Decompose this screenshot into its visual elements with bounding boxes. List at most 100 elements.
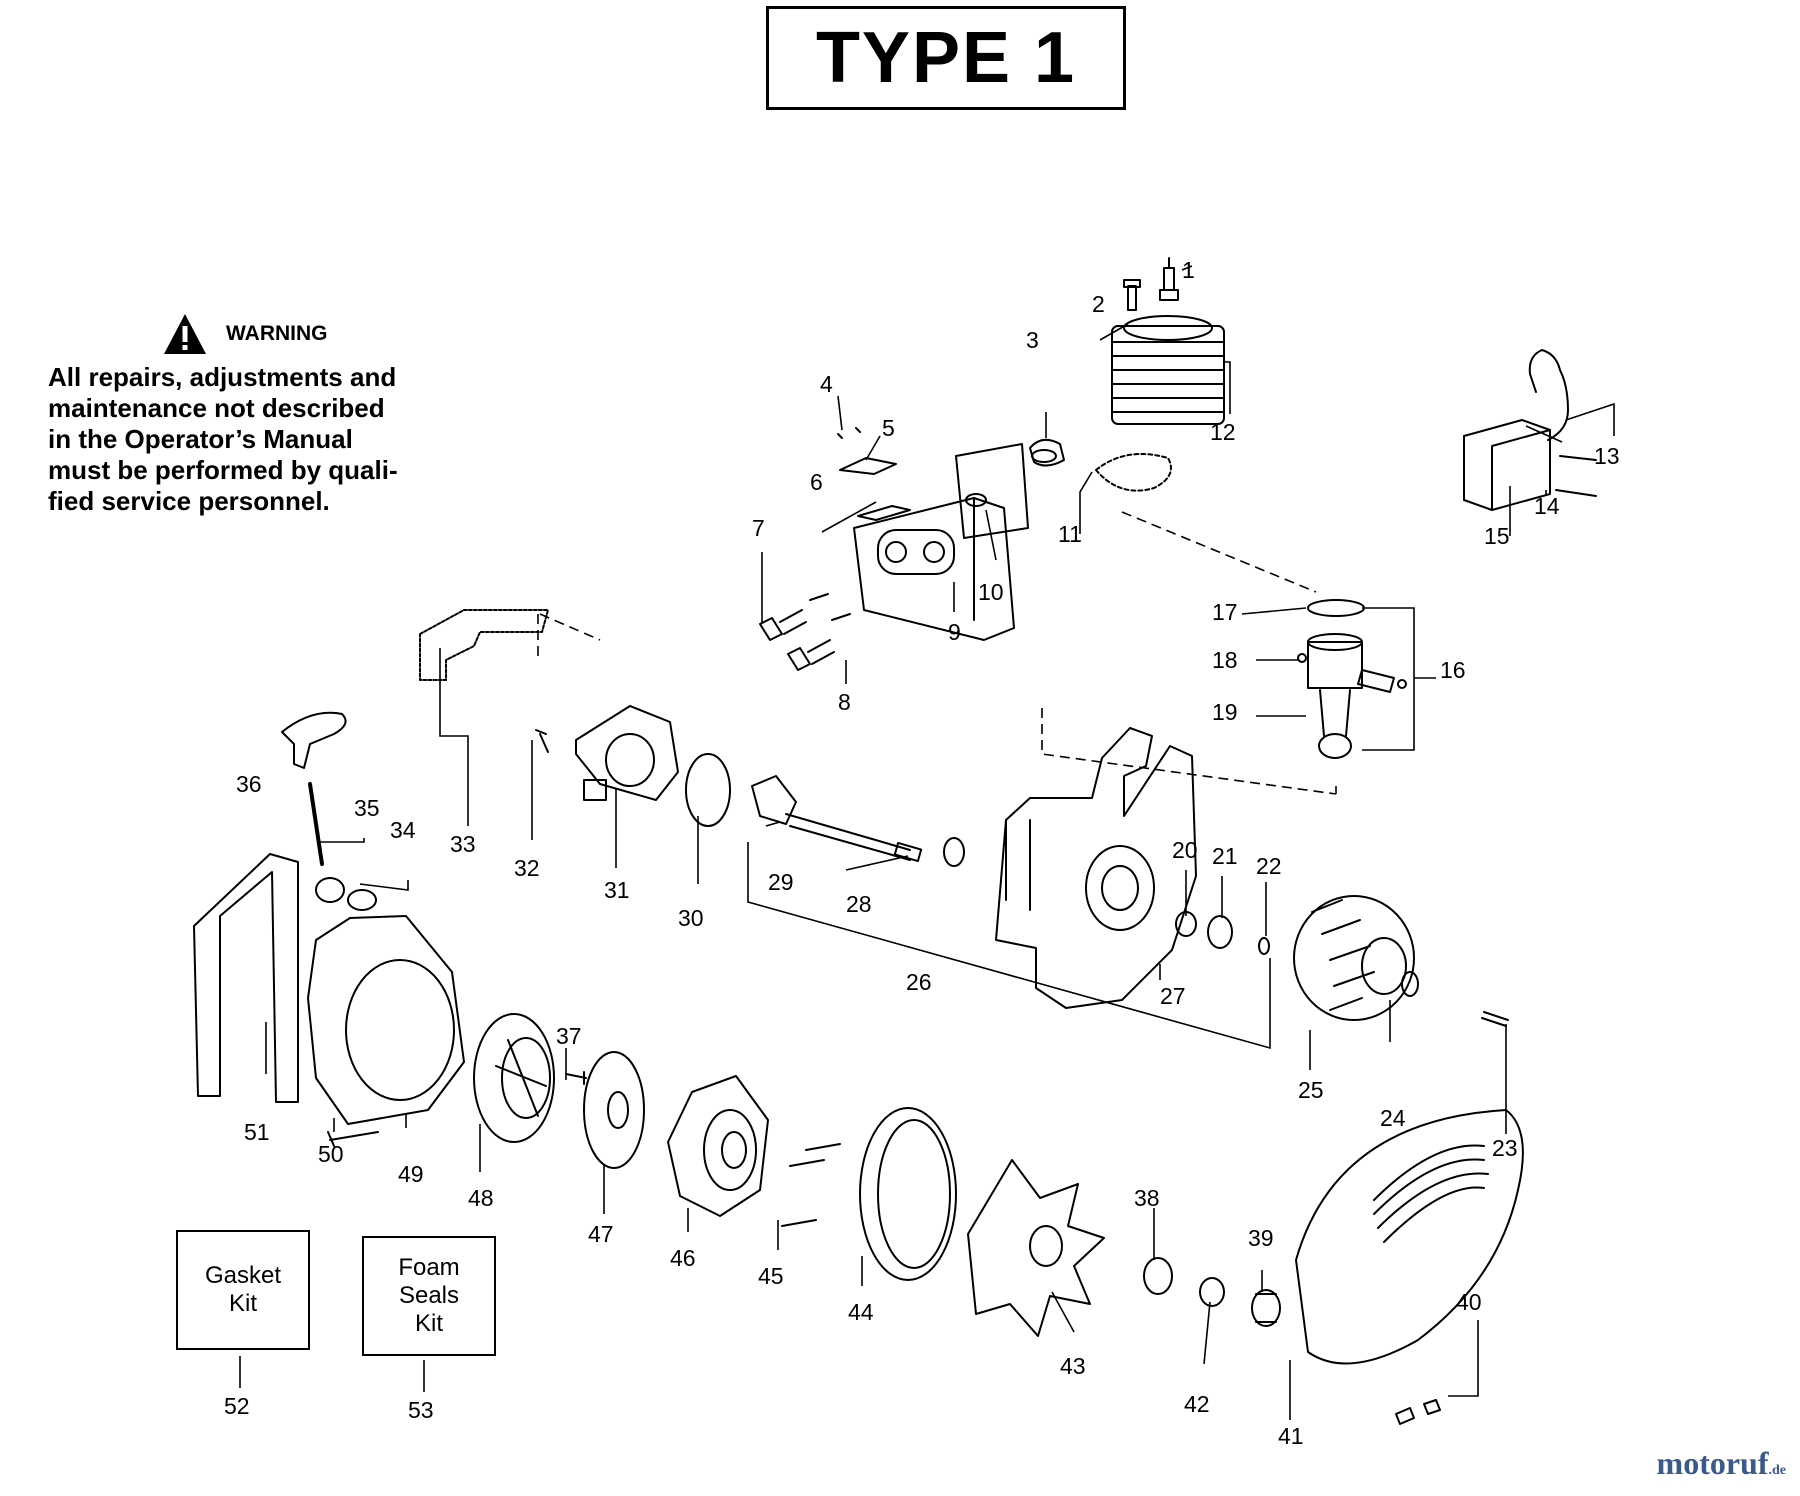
- callout-31: 31: [604, 877, 630, 903]
- warning-text: All repairs, adjustments and maintenance…: [48, 362, 448, 517]
- callout-33: 33: [450, 831, 476, 857]
- callout-17: 17: [1212, 599, 1238, 625]
- part-muffler-gasket: [955, 443, 1029, 539]
- callout-24: 24: [1380, 1105, 1406, 1131]
- callout-40: 40: [1456, 1289, 1482, 1315]
- callout-47: 47: [588, 1221, 614, 1247]
- part-muffler-bracket: [837, 427, 911, 521]
- part-crankshaft: [751, 775, 965, 867]
- warning-notice: WARNING All repairs, adjustments and mai…: [48, 310, 448, 517]
- callout-4: 4: [820, 371, 833, 397]
- warning-triangle-icon: [164, 314, 206, 354]
- warning-line: fied service personnel.: [48, 486, 330, 516]
- callout-46: 46: [670, 1245, 696, 1271]
- part-ring-22: [1258, 937, 1270, 955]
- part-bearing-21: [1207, 915, 1233, 949]
- callout-20: 20: [1172, 837, 1198, 863]
- warning-line: must be performed by quali-: [48, 455, 398, 485]
- callout-49: 49: [398, 1161, 424, 1187]
- callout-44: 44: [848, 1299, 874, 1325]
- part-screw-50: [327, 1131, 379, 1147]
- leader-lines: [239, 265, 1615, 1420]
- diagram-title-box: TYPE 1: [766, 6, 1126, 110]
- callout-12: 12: [1210, 419, 1236, 445]
- warning-header: WARNING: [162, 310, 448, 358]
- part-piston-ring: [1307, 599, 1365, 617]
- callout-42: 42: [1184, 1391, 1210, 1417]
- callout-53: 53: [408, 1397, 434, 1423]
- callout-36: 36: [236, 771, 262, 797]
- part-o-ring-30: [685, 753, 731, 827]
- gasket-kit-box: Gasket Kit: [176, 1230, 310, 1350]
- warning-label: WARNING: [226, 322, 328, 345]
- part-fan-housing: [307, 889, 465, 1125]
- watermark: motoruf.de: [1657, 1445, 1786, 1482]
- part-muffler-screws: [759, 593, 851, 671]
- part-screw-37: [565, 1071, 587, 1085]
- callout-2: 2: [1092, 291, 1105, 317]
- callout-13: 13: [1594, 443, 1620, 469]
- part-washer-24: [1401, 971, 1419, 997]
- callout-11: 11: [1058, 521, 1082, 547]
- watermark-tld: .de: [1768, 1463, 1787, 1478]
- callout-21: 21: [1212, 843, 1238, 869]
- callout-29: 29: [768, 869, 794, 895]
- part-clip-40: [1395, 1399, 1441, 1425]
- callout-16: 16: [1440, 657, 1466, 683]
- callout-32: 32: [514, 855, 540, 881]
- callout-45: 45: [758, 1263, 784, 1289]
- part-cylinder: [1111, 315, 1225, 425]
- callout-38: 38: [1134, 1185, 1160, 1211]
- warning-line: maintenance not described: [48, 393, 385, 423]
- callout-14: 14: [1534, 493, 1560, 519]
- part-ignition-module: [1463, 349, 1597, 511]
- callout-27: 27: [1160, 983, 1186, 1009]
- callout-34: 34: [390, 817, 416, 843]
- watermark-main: motoruf: [1656, 1445, 1769, 1481]
- part-starter-pulley: [473, 1013, 555, 1143]
- callout-7: 7: [752, 515, 765, 541]
- callout-labels: 1 2 3 4 5 6 7 8 9 10 11 12 13 14 15 16 1…: [224, 257, 1620, 1449]
- callout-23: 23: [1492, 1135, 1518, 1161]
- part-spark-plug: [1159, 257, 1179, 301]
- callout-15: 15: [1484, 523, 1510, 549]
- part-crankcase: [995, 727, 1197, 1009]
- part-cover-ring: [859, 1107, 957, 1281]
- callout-48: 48: [468, 1185, 494, 1211]
- part-piston-connecting-rod: [1297, 633, 1407, 759]
- callout-43: 43: [1060, 1353, 1086, 1379]
- part-rear-handle: [193, 853, 299, 1103]
- callout-41: 41: [1278, 1423, 1304, 1449]
- foam-seals-kit-label: Foam Seals Kit: [398, 1254, 460, 1337]
- warning-line: in the Operator’s Manual: [48, 424, 353, 454]
- callout-50: 50: [318, 1141, 344, 1167]
- callout-37: 37: [556, 1023, 582, 1049]
- part-intake-sleeve: [1029, 438, 1065, 467]
- callout-1: 1: [1182, 257, 1195, 283]
- callout-22: 22: [1256, 853, 1282, 879]
- part-spacer-39: [1251, 1289, 1281, 1327]
- part-handle-frame: [419, 609, 549, 681]
- callout-18: 18: [1212, 647, 1238, 673]
- part-pin-23: [1481, 1011, 1509, 1027]
- part-washer-38: [1143, 1257, 1173, 1295]
- callout-10: 10: [978, 579, 1004, 605]
- part-muffler: [853, 497, 1015, 641]
- part-spring-washer: [583, 1051, 645, 1169]
- part-flywheel: [1293, 895, 1415, 1021]
- gasket-kit-label: Gasket Kit: [204, 1262, 282, 1317]
- part-blower-cover: [1295, 1109, 1524, 1365]
- callout-8: 8: [838, 689, 851, 715]
- diagram-title: TYPE 1: [815, 18, 1077, 98]
- callout-19: 19: [1212, 699, 1238, 725]
- callout-52: 52: [224, 1393, 250, 1419]
- callout-28: 28: [846, 891, 872, 917]
- callout-6: 6: [810, 469, 823, 495]
- callout-39: 39: [1248, 1225, 1274, 1251]
- callout-26: 26: [906, 969, 932, 995]
- callout-9: 9: [948, 619, 961, 645]
- callout-25: 25: [1298, 1077, 1324, 1103]
- part-grommet-34: [315, 877, 345, 903]
- foam-seals-kit-box: Foam Seals Kit: [362, 1236, 496, 1356]
